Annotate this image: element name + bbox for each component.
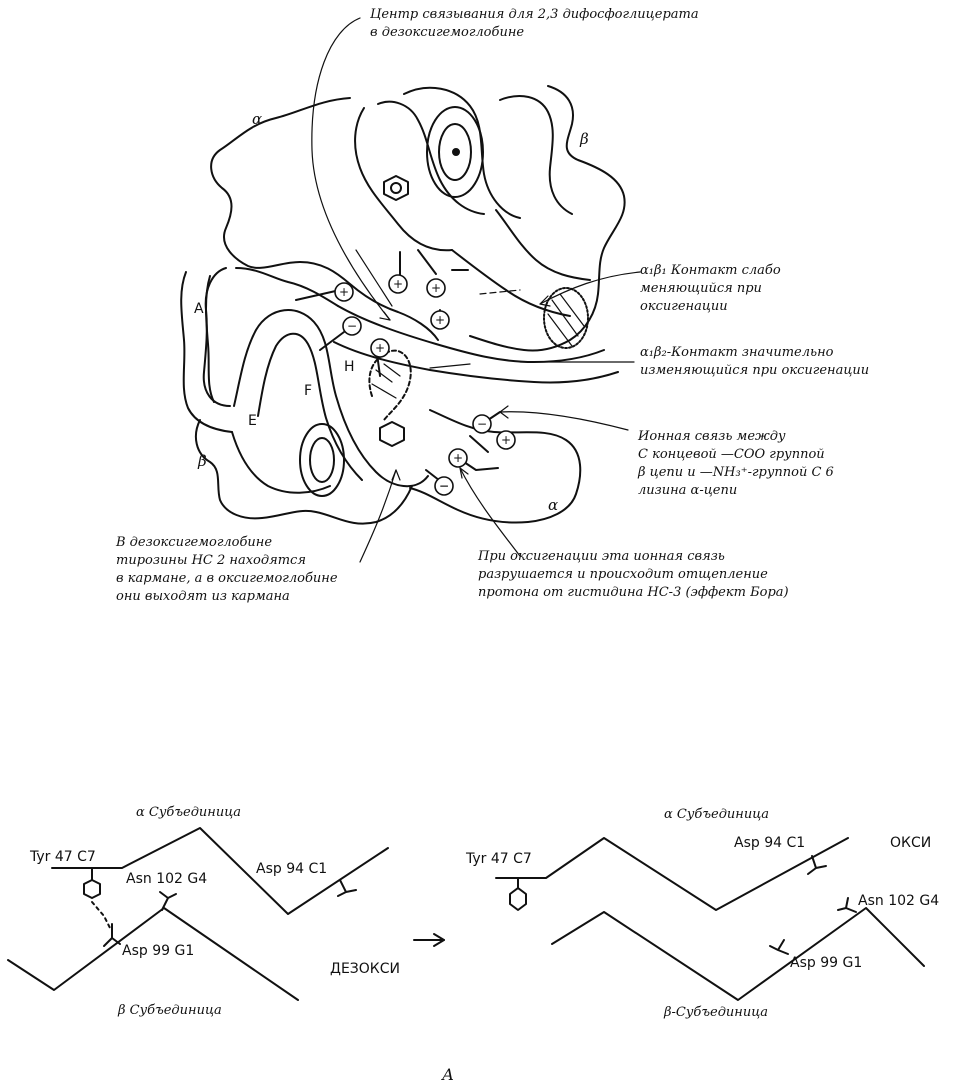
deoxy-tyr-ring <box>83 879 101 899</box>
beta-chain-top-outline <box>469 85 626 352</box>
helix-E-F <box>233 309 429 488</box>
label-beta-top: β <box>580 130 589 148</box>
oxy-tyr-ring <box>509 887 527 911</box>
label-alpha-bottom: α <box>548 496 559 514</box>
charge-10-sign: + <box>453 451 463 465</box>
deoxy-state-label: ДЕЗОКСИ <box>330 961 400 977</box>
charge-10 <box>448 448 468 468</box>
deoxy-asp94-fork <box>337 879 357 897</box>
deoxy-alpha-chain <box>51 827 389 915</box>
charge-5-sign: + <box>435 313 445 327</box>
oxy-asn102-fork <box>837 897 857 913</box>
charge-11 <box>434 476 454 496</box>
deoxy-hbond <box>91 901 111 929</box>
oxy-alpha-chain <box>495 837 849 911</box>
deoxy-asp94-label: Asp 94 C1 <box>256 861 328 877</box>
pointer-tyrosine <box>359 469 397 563</box>
label-helix-F: F <box>304 383 313 399</box>
label-helix-A: A <box>194 301 204 317</box>
helix-A-inner <box>205 275 215 403</box>
alpha-chain-top-outline <box>210 97 439 341</box>
label-alpha-top: α <box>252 110 263 128</box>
panel-letter: А <box>442 1065 455 1084</box>
charge-4 <box>342 316 362 336</box>
deoxy-asn-label: Asn 102 G4 <box>126 871 208 887</box>
charge-3 <box>426 278 446 298</box>
tyrosine-ring-upper <box>383 175 409 201</box>
oxy-asp99-label: Asp 99 G1 <box>790 955 863 971</box>
charge-9-sign: + <box>501 433 511 447</box>
alpha-chain-bottom-outline <box>409 409 582 524</box>
heme-lower-inner <box>309 437 335 483</box>
helix-upper-2 <box>235 267 339 307</box>
heme-lower <box>299 423 345 497</box>
label-dpg-site: Центр связывания для 2,3 дифосфоглицерат… <box>370 7 699 40</box>
oxy-alpha-label: α Субъединица <box>664 807 770 822</box>
label-helix-H: H <box>344 359 355 375</box>
label-tyrosine-note: В дезоксигемоглобине тирозины НС 2 наход… <box>116 535 338 604</box>
deoxy-beta-chain <box>7 907 299 1001</box>
oxy-asp94-fork <box>807 855 827 875</box>
charge-11-sign: − <box>439 479 449 493</box>
oxy-tyr-label: Tyr 47 C7 <box>466 851 532 867</box>
deoxy-asp99-fork <box>103 923 121 947</box>
charge-6-sign: − <box>477 417 487 431</box>
charge-4-sign: − <box>347 319 357 333</box>
pointer-bohr <box>459 467 521 557</box>
charge-markers <box>334 274 516 496</box>
charge-5 <box>430 310 450 330</box>
beta-helix-loop-5 <box>495 209 591 281</box>
charge-7-sign: + <box>375 341 385 355</box>
deoxy-tyr-label: Tyr 47 C7 <box>30 849 96 865</box>
deoxy-beta-label: β Субъединица <box>118 1003 222 1018</box>
heme-upper <box>426 106 484 198</box>
deoxy-asp99-label: Asp 99 G1 <box>122 943 195 959</box>
oxy-beta-label: β-Субъединица <box>664 1005 769 1020</box>
helix-upper-1 <box>202 267 231 407</box>
charge-2 <box>388 274 408 294</box>
beta-helix-loop-4 <box>499 95 573 215</box>
oxy-asn-label: Asn 102 G4 <box>858 893 940 909</box>
helix-A-tube <box>180 271 233 433</box>
label-helix-E: E <box>248 413 257 429</box>
label-alpha1beta2: α₁β₂-Контакт значительно изменяющийся пр… <box>640 345 870 378</box>
helix-H-band <box>337 305 605 363</box>
helix-E-outer <box>231 431 331 494</box>
helix-H-band-lower <box>333 341 619 384</box>
charge-1-sign: + <box>339 285 349 299</box>
charge-2-sign: + <box>393 277 403 291</box>
deoxy-alpha-label: α Субъединица <box>136 805 242 820</box>
charge-3-sign: + <box>431 281 441 295</box>
beta-helix-loop-2 <box>377 100 485 215</box>
charge-9 <box>496 430 516 450</box>
charge-1 <box>334 282 354 302</box>
dpg-pocket <box>368 349 412 421</box>
deoxy-asn102-fork <box>159 891 177 911</box>
label-beta-bottom: β <box>198 452 207 470</box>
label-alpha1beta1: α₁β₁ Контакт слабо меняющийся при оксиге… <box>640 263 781 314</box>
label-bohr-note: При оксигенации эта ионная связь разруша… <box>478 549 789 600</box>
charge-6 <box>370 338 390 358</box>
helix-E-F-inner <box>257 332 363 481</box>
alpha1beta1-contact <box>543 287 589 349</box>
oxy-asp94-label: Asp 94 C1 <box>734 835 806 851</box>
heme-upper-inner <box>438 123 472 181</box>
tyrosine-ring-lower <box>379 421 405 447</box>
pointer-dpg <box>311 17 391 321</box>
label-ionic-bond: Ионная связь между C концевой —COO групп… <box>638 429 834 498</box>
beta-helix-loop-1 <box>354 107 453 252</box>
oxy-state-label: ОКСИ <box>890 835 932 851</box>
pointer-ionic <box>499 411 629 431</box>
oxy-beta-chain <box>551 907 925 1001</box>
pointer-a1b1 <box>539 271 641 305</box>
beta-chain-bottom-outline <box>194 419 413 525</box>
oxy-asp99-fork <box>769 939 789 955</box>
charge-8-sign: − <box>439 479 449 493</box>
beta-helix-loop-6 <box>451 249 571 317</box>
charge-8 <box>472 414 492 434</box>
